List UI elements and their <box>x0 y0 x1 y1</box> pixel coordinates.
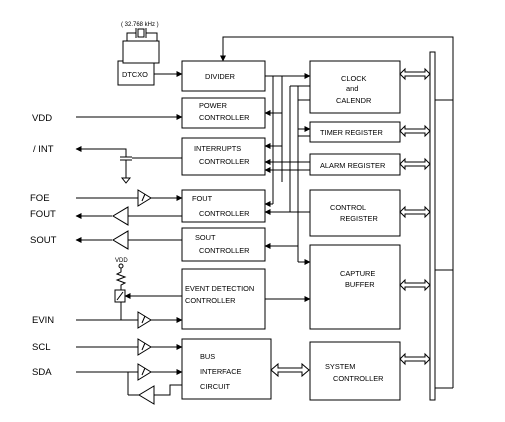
power-controller-block <box>181 97 266 129</box>
timer-label: TIMER REGISTER <box>320 128 383 137</box>
crystal-frequency-label: ( 32.768 kHz ) <box>121 22 159 28</box>
pullup-resistor-icon <box>114 263 127 320</box>
evin-buffer-icon <box>137 311 152 329</box>
interrupts-controller-block <box>181 137 266 176</box>
bus-label-3: CIRCUIT <box>200 382 230 391</box>
pin-foe: FOE <box>30 193 50 204</box>
internal-bus <box>429 51 436 401</box>
clock-calendar-block <box>309 60 401 114</box>
power-label-2: CONTROLLER <box>199 113 250 122</box>
sout-label-1: SOUT <box>195 233 216 242</box>
dtcxo-label: DTCXO <box>122 70 148 79</box>
pin-scl: SCL <box>32 342 50 353</box>
clock-label-2: and <box>346 84 358 93</box>
scl-buffer-icon <box>137 338 152 356</box>
event-label-1: EVENT DETECTION <box>185 284 254 293</box>
divider-label: DIVIDER <box>205 72 235 81</box>
system-controller-block <box>309 341 401 401</box>
capture-label-2: BUFFER <box>345 280 375 289</box>
bus-label-1: BUS <box>200 352 215 361</box>
system-label-1: SYSTEM <box>325 362 355 371</box>
pin-sda: SDA <box>32 367 52 378</box>
divider-block <box>181 60 266 92</box>
pin-int: / INT <box>33 144 54 155</box>
event-detection-block <box>181 268 266 330</box>
fout-label-2: CONTROLLER <box>199 209 250 218</box>
int-transistor-icon <box>108 148 182 184</box>
capture-label-1: CAPTURE <box>340 269 375 278</box>
sda-buffer-icon <box>127 363 182 405</box>
bus-feedback-line <box>220 36 454 388</box>
pin-vdd: VDD <box>32 113 52 124</box>
bus-arrows <box>270 67 431 378</box>
capture-buffer-block <box>309 244 401 330</box>
event-label-2: CONTROLLER <box>185 296 236 305</box>
interrupts-label-2: CONTROLLER <box>199 157 250 166</box>
dtcxo-block <box>117 60 155 86</box>
crystal-package <box>122 40 160 64</box>
control-label-1: CONTROL <box>330 203 366 212</box>
foe-buffer-icon <box>137 189 152 207</box>
sout-label-2: CONTROLLER <box>199 246 250 255</box>
control-register-block <box>309 189 401 237</box>
pin-fout: FOUT <box>30 209 56 220</box>
fout-buffer-icon <box>112 206 129 226</box>
timer-register-block <box>309 121 401 143</box>
pin-sout: SOUT <box>30 235 57 246</box>
sout-buffer-icon <box>112 230 129 250</box>
fout-controller-block <box>181 189 266 223</box>
clock-label-1: CLOCK <box>341 74 367 83</box>
bus-interface-block <box>181 338 272 400</box>
interrupts-label-1: INTERRUPTS <box>194 144 241 153</box>
crystal-icon <box>126 28 158 41</box>
system-label-2: CONTROLLER <box>333 374 384 383</box>
fout-label-1: FOUT <box>192 194 213 203</box>
pullup-vdd-label: VDD <box>115 258 128 264</box>
internal-wiring <box>264 73 311 302</box>
control-label-2: REGISTER <box>340 214 378 223</box>
power-label-1: POWER <box>199 101 227 110</box>
pin-evin: EVIN <box>32 315 54 326</box>
clock-label-3: CALENDR <box>336 96 371 105</box>
alarm-label: ALARM REGISTER <box>320 161 385 170</box>
bus-label-2: INTERFACE <box>200 367 242 376</box>
